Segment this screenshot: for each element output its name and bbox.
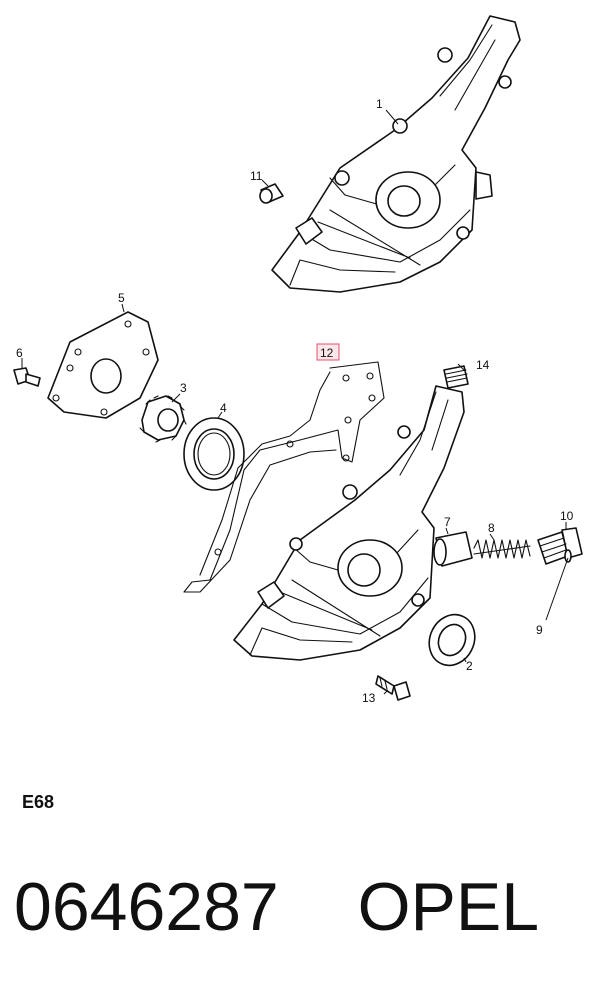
callout-7[interactable]: 7 xyxy=(444,515,451,529)
callout-label: 13 xyxy=(362,691,376,705)
part-11-bush[interactable] xyxy=(259,183,284,204)
callout-label: 11 xyxy=(250,169,263,183)
callout-10[interactable]: 10 xyxy=(560,509,574,523)
part-5-cover-plate[interactable] xyxy=(47,311,159,419)
exploded-parts-diagram: 1 11 5 6 3 4 12 14 7 8 10 9 2 13 xyxy=(13,15,583,705)
part-6-screw[interactable] xyxy=(13,367,41,387)
callout-9[interactable]: 9 xyxy=(536,623,543,637)
leader-lines xyxy=(21,109,569,695)
part-10-plug-screw[interactable] xyxy=(537,527,583,565)
callout-3[interactable]: 3 xyxy=(180,381,187,395)
part-4-outer-rotor[interactable] xyxy=(183,417,245,491)
callout-label: 6 xyxy=(16,346,23,360)
callout-label: 8 xyxy=(488,521,495,535)
part-2-shaft-seal[interactable] xyxy=(421,607,483,673)
callout-11[interactable]: 11 xyxy=(250,169,263,183)
callout-2[interactable]: 2 xyxy=(466,659,473,673)
lower-oil-pump-housing[interactable] xyxy=(233,385,465,661)
part-3-inner-gear[interactable] xyxy=(139,395,187,443)
callout-4[interactable]: 4 xyxy=(220,401,227,415)
callout-label: 10 xyxy=(560,509,574,523)
callout-label: 4 xyxy=(220,401,227,415)
callout-label: 12 xyxy=(320,346,334,360)
part-7-relief-piston[interactable] xyxy=(433,531,473,567)
callout-label: 5 xyxy=(118,291,125,305)
part-8-spring[interactable] xyxy=(473,539,531,559)
callout-label: 2 xyxy=(466,659,473,673)
part-14-plug[interactable] xyxy=(443,365,469,389)
footer-caption: 0646287 OPEL xyxy=(14,862,594,952)
callout-6[interactable]: 6 xyxy=(16,346,23,360)
part-13-screw[interactable] xyxy=(375,675,411,701)
callout-label: 3 xyxy=(180,381,187,395)
part-9-seal-ring[interactable] xyxy=(564,549,572,563)
callout-12[interactable]: 12 xyxy=(316,343,340,361)
diagram-code: E68 xyxy=(22,792,55,812)
callout-1[interactable]: 1 xyxy=(376,97,383,111)
callout-highlight-box xyxy=(316,343,340,361)
callout-label: 9 xyxy=(536,623,543,637)
brand-name: OPEL xyxy=(357,869,540,945)
part-12-gasket[interactable] xyxy=(183,361,385,593)
callout-14[interactable]: 14 xyxy=(476,358,490,372)
callout-5[interactable]: 5 xyxy=(118,291,125,305)
callout-label: 7 xyxy=(444,515,451,529)
callout-label: 1 xyxy=(376,97,383,111)
callout-13[interactable]: 13 xyxy=(362,691,376,705)
part-1-oil-pump-housing[interactable] xyxy=(271,15,521,293)
callout-label: 14 xyxy=(476,358,490,372)
callout-8[interactable]: 8 xyxy=(488,521,495,535)
part-number: 0646287 xyxy=(14,869,279,945)
